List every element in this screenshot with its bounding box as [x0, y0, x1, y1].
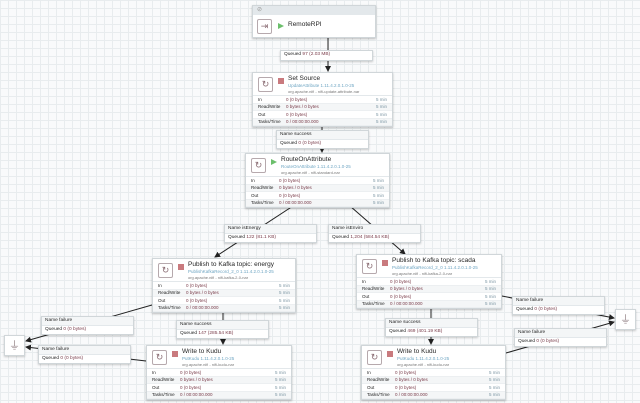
processor-name: Write to Kudu [182, 348, 222, 355]
processor-icon: ↻ [258, 77, 273, 92]
connection-name: Name failure [39, 346, 130, 355]
connection-queued: Queued 1,204 (584.54 KB) [332, 234, 390, 240]
remote-process-group[interactable]: ⊘ ⇥ RemoteRPI [252, 5, 376, 38]
processor-type: PublishKafkaRecord_2_0 1.11.4.2.0.1.0-25 [392, 265, 478, 270]
processor-name: Set Source [288, 75, 321, 82]
connection-queued: Queued 0 (0 bytes) [518, 338, 560, 344]
connection-name: Name failure [42, 317, 133, 326]
connection-queued: Queued 97 (2.03 MB) [284, 52, 331, 57]
processor-publish-kafka-scada[interactable]: ↻ Publish to Kafka topic: scada PublishK… [356, 254, 502, 309]
connection-label[interactable]: Queued 97 (2.03 MB) [280, 50, 373, 61]
remote-port-icon: ⇥ [257, 19, 272, 34]
processor-bundle: org.apache.nifi - nifi-kudu-nar [397, 362, 450, 367]
processor-name: RouteOnAttribute [281, 156, 332, 163]
stopped-status-icon [172, 351, 178, 357]
connection-name: Name failure [513, 297, 604, 306]
funnel-icon[interactable]: ⏚ [615, 309, 636, 330]
processor-publish-kafka-energy[interactable]: ↻ Publish to Kafka topic: energy Publish… [152, 258, 296, 313]
processor-icon: ↻ [152, 350, 167, 365]
stopped-status-icon [178, 264, 184, 270]
processor-icon: ↻ [367, 350, 382, 365]
processor-icon: ↻ [362, 259, 377, 274]
running-status-icon [271, 159, 277, 165]
processor-write-kudu-left[interactable]: ↻ Write to Kudu PutKudu 1.11.4.2.0.1.0-2… [146, 345, 292, 400]
connection-name: Name success [277, 131, 368, 140]
processor-bundle: org.apache.nifi - nifi-standard-nar [281, 170, 340, 175]
connection-queued: Queued 122 (81.1 KB) [228, 234, 277, 240]
processor-write-kudu-right[interactable]: ↻ Write to Kudu PutKudu 1.11.4.2.0.1.0-2… [361, 345, 506, 400]
processor-set-source[interactable]: ↻ Set Source UpdateAttribute 1.11.4.2.0.… [252, 72, 393, 127]
processor-bundle: org.apache.nifi - nifi-kafka-2-0-nar [188, 275, 249, 280]
connection-name: Name success [177, 321, 268, 330]
stopped-status-icon [387, 351, 393, 357]
processor-bundle: org.apache.nifi - nifi-kafka-2-0-nar [392, 271, 453, 276]
processor-name: Write to Kudu [397, 348, 437, 355]
stopped-status-icon [382, 260, 388, 266]
connection-queued: Queued 0 (0 bytes) [42, 355, 84, 361]
processor-type: UpdateAttribute 1.11.4.2.0.1.0-25 [288, 83, 355, 88]
connection-queued: Queued 0 (0 bytes) [516, 306, 558, 312]
connection-queued: Queued 147 (285.54 KB) [180, 330, 234, 336]
processor-type: PutKudu 1.11.4.2.0.1.0-25 [182, 356, 235, 361]
connection-queued: Queued 0 (0 bytes) [45, 326, 87, 332]
connection-queued: Queued 0 (0 bytes) [280, 140, 322, 146]
running-status-icon [278, 23, 284, 29]
processor-icon: ↻ [158, 263, 173, 278]
connection-name: Name failure [515, 329, 606, 338]
processor-name: Publish to Kafka topic: scada [392, 257, 476, 264]
processor-icon: ↻ [251, 158, 266, 173]
funnel-icon[interactable]: ⏚ [4, 335, 25, 356]
processor-name: Publish to Kafka topic: energy [188, 261, 274, 268]
connection-name: Name isEnviro [329, 225, 420, 234]
processor-type: PublishKafkaRecord_2_0 1.11.4.2.0.1.0-25 [188, 269, 274, 274]
connection-queued: Queued 469 (401.19 KB) [389, 328, 443, 334]
stopped-status-icon [278, 78, 284, 84]
connection-name: Name success [386, 319, 477, 328]
processor-type: RouteOnAttribute 1.11.4.2.0.1.0-25 [281, 164, 351, 169]
connection-name: Name isEnergy [225, 225, 316, 234]
transmission-icon[interactable]: ⊘ [253, 6, 375, 15]
processor-bundle: org.apache.nifi - nifi-kudu-nar [182, 362, 235, 367]
processor-route-on-attribute[interactable]: ↻ RouteOnAttribute RouteOnAttribute 1.11… [245, 153, 390, 208]
processor-bundle: org.apache.nifi - nifi-update-attribute-… [288, 89, 360, 94]
processor-type: PutKudu 1.11.4.2.0.1.0-25 [397, 356, 450, 361]
remote-group-name: RemoteRPI [288, 21, 322, 28]
